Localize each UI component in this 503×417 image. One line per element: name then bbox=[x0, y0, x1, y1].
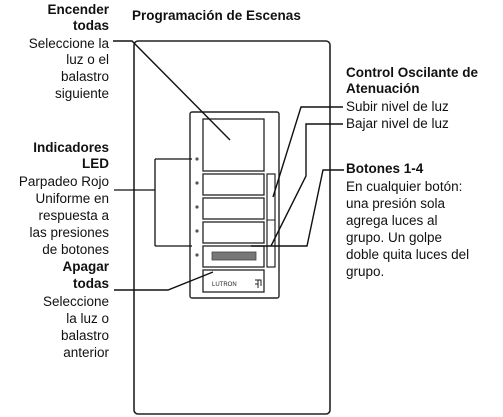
scene-button-1 bbox=[202, 173, 265, 196]
scene-button-2 bbox=[202, 197, 265, 220]
encender-button bbox=[202, 118, 265, 172]
apagar-title-2: todas bbox=[72, 276, 109, 291]
leader-botones bbox=[251, 169, 344, 247]
control-title-1: Control Oscilante de bbox=[346, 65, 479, 80]
botones-desc-3: agrega luces al bbox=[346, 213, 438, 228]
apagar-button bbox=[202, 269, 265, 293]
botones-title: Botones 1-4 bbox=[346, 161, 424, 176]
control-title-2: Atenuación bbox=[346, 81, 420, 96]
botones-desc-5: doble quita luces del bbox=[346, 247, 470, 262]
leader-encender bbox=[113, 40, 231, 141]
indicadores-title-1: Indicadores bbox=[33, 140, 109, 155]
led-3 bbox=[195, 205, 199, 209]
encender-desc-4: siguiente bbox=[54, 86, 109, 101]
botones-desc-1: En cualquier botón: bbox=[346, 179, 463, 194]
apagar-desc-2: la luz o bbox=[66, 311, 109, 326]
brand-label: LUTRON bbox=[212, 282, 237, 288]
indicadores-desc-4: las presiones bbox=[29, 225, 109, 240]
botones-desc-2: una presión sola bbox=[346, 196, 446, 211]
led-2 bbox=[195, 181, 199, 185]
apagar-desc-4: anterior bbox=[63, 345, 109, 360]
indicadores-desc-1: Parpadeo Rojo bbox=[18, 174, 109, 189]
led-1 bbox=[195, 157, 199, 161]
encender-title-2: todas bbox=[72, 18, 109, 33]
indicadores-desc-3: respuesta a bbox=[38, 208, 109, 223]
botones-desc-4: grupo. Un golpe bbox=[346, 230, 443, 245]
lutron-logo-icon bbox=[255, 279, 262, 288]
apagar-desc-1: Seleccione bbox=[42, 294, 109, 309]
scene-button-3 bbox=[202, 221, 265, 244]
encender-title-1: Encender bbox=[47, 2, 109, 17]
ir-window bbox=[211, 251, 257, 261]
encender-desc-1: Seleccione la bbox=[28, 36, 109, 51]
indicadores-title-2: LED bbox=[82, 156, 109, 171]
leader-apagar bbox=[114, 271, 214, 291]
encender-desc-3: balastro bbox=[60, 69, 109, 84]
apagar-desc-3: balastro bbox=[60, 328, 109, 343]
diagram-title: Programación de Escenas bbox=[132, 8, 301, 23]
indicadores-desc-2: Uniforme en bbox=[35, 191, 109, 206]
apagar-title-1: Apagar bbox=[62, 259, 109, 274]
subir-label: Subir nivel de luz bbox=[346, 99, 449, 114]
botones-desc-6: grupo. bbox=[346, 264, 385, 279]
bajar-label: Bajar nivel de luz bbox=[346, 116, 449, 131]
led-5 bbox=[195, 253, 199, 257]
encender-desc-2: luz o el bbox=[66, 52, 109, 67]
leader-bajar bbox=[270, 123, 343, 247]
leader-subir bbox=[272, 106, 343, 198]
led-4 bbox=[195, 229, 199, 233]
indicadores-desc-5: de botones bbox=[42, 242, 109, 257]
